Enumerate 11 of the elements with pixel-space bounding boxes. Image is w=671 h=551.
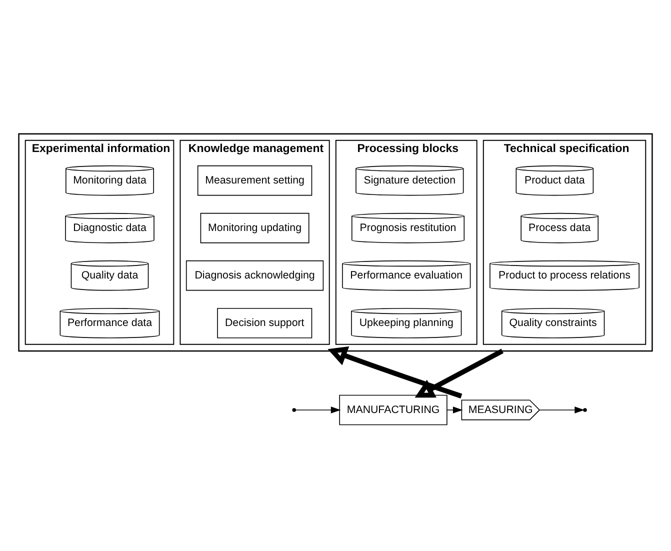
arrow — [328, 346, 462, 398]
arrow — [295, 406, 341, 413]
node-box: Monitoring updating — [200, 212, 310, 243]
cluster — [18, 132, 653, 352]
node-box: Decision support — [217, 307, 312, 338]
arrow — [539, 406, 584, 413]
node-box: MANUFACTURING — [339, 394, 448, 425]
arrow — [414, 348, 504, 398]
node-box: Measurement setting — [197, 164, 312, 196]
node-box: Diagnosis acknowledging — [186, 260, 324, 290]
arrow — [446, 406, 463, 413]
